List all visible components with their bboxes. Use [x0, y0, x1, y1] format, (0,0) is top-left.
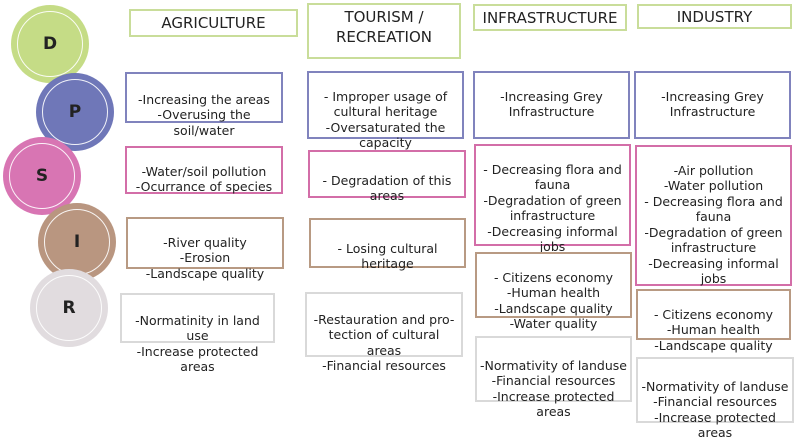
industry-impact-box: - Citizens economy -Human health -Landsc…	[636, 289, 791, 353]
state-letter: S	[35, 166, 49, 186]
tourism-impact-text: - Losing cultural heritage	[337, 240, 438, 272]
agriculture-impact-box: -River quality -Erosion -Landscape quali…	[126, 217, 284, 281]
industry-response-text: -Normativity of landuse -Financial resou…	[641, 378, 789, 441]
response-circle: R	[30, 269, 108, 347]
tourism-response-text: -Restauration and pro- tection of cultur…	[313, 311, 455, 374]
infrastructure-response-box: -Normativity of landuse -Financial resou…	[475, 336, 632, 419]
industry-response-box: -Normativity of landuse -Financial resou…	[636, 357, 794, 440]
agriculture-pressure-box: -Increasing the areas -Overusing the soi…	[125, 72, 283, 138]
agriculture-response-text: -Normatinity in land use -Increase prote…	[135, 312, 260, 375]
infrastructure-state-box: - Decreasing flora and fauna -Degradatio…	[474, 144, 631, 254]
tourism-pressure-box: - Improper usage of cultural heritage -O…	[307, 71, 464, 150]
agriculture-pressure-text: -Increasing the areas -Overusing the soi…	[138, 91, 270, 138]
tourism-state-text: - Degradation of this areas	[322, 172, 452, 204]
industry-pressure-box: -Increasing Grey Infrastructure	[634, 71, 791, 139]
response-letter: R	[62, 298, 76, 318]
pressure-letter: P	[68, 102, 82, 122]
driver-circle: D	[11, 5, 89, 83]
tourism-response-box: -Restauration and pro- tection of cultur…	[305, 292, 463, 373]
tourism-impact-box: - Losing cultural heritage	[309, 218, 466, 271]
state-circle: S	[3, 137, 81, 215]
header-tourism: TOURISM / RECREATION	[307, 3, 461, 59]
header-tourism-label: TOURISM / RECREATION	[336, 8, 432, 46]
industry-impact-text: - Citizens economy -Human health -Landsc…	[653, 306, 774, 353]
driver-letter: D	[42, 34, 58, 54]
header-infrastructure: INFRASTRUCTURE	[473, 4, 627, 31]
header-infrastructure-label: INFRASTRUCTURE	[482, 8, 618, 27]
agriculture-response-box: -Normatinity in land use -Increase prote…	[120, 293, 275, 374]
header-agriculture-label: AGRICULTURE	[161, 14, 266, 32]
header-agriculture: AGRICULTURE	[129, 9, 298, 37]
agriculture-state-box: -Water/soil pollution -Ocurrance of spec…	[125, 146, 283, 194]
impact-circle: I	[38, 203, 116, 281]
header-industry: INDUSTRY	[637, 4, 792, 29]
infrastructure-state-text: - Decreasing flora and fauna -Degradatio…	[483, 161, 622, 255]
infrastructure-pressure-text: -Increasing Grey Infrastructure	[500, 88, 603, 120]
industry-state-text: -Air pollution -Water pollution - Decrea…	[644, 162, 783, 287]
agriculture-state-text: -Water/soil pollution -Ocurrance of spec…	[135, 163, 273, 195]
infrastructure-impact-text: - Citizens economy -Human health -Landsc…	[493, 269, 614, 332]
industry-state-box: -Air pollution -Water pollution - Decrea…	[635, 145, 792, 286]
infrastructure-pressure-box: -Increasing Grey Infrastructure	[473, 71, 630, 139]
impact-letter: I	[73, 232, 81, 252]
tourism-state-box: - Degradation of this areas	[308, 150, 466, 203]
tourism-pressure-text: - Improper usage of cultural heritage -O…	[323, 88, 448, 151]
infrastructure-response-text: -Normativity of landuse -Financial resou…	[480, 357, 627, 420]
industry-pressure-text: -Increasing Grey Infrastructure	[661, 88, 764, 120]
infrastructure-impact-box: - Citizens economy -Human health -Landsc…	[475, 252, 632, 331]
header-industry-label: INDUSTRY	[676, 7, 753, 26]
agriculture-impact-text: -River quality -Erosion -Landscape quali…	[145, 234, 265, 281]
